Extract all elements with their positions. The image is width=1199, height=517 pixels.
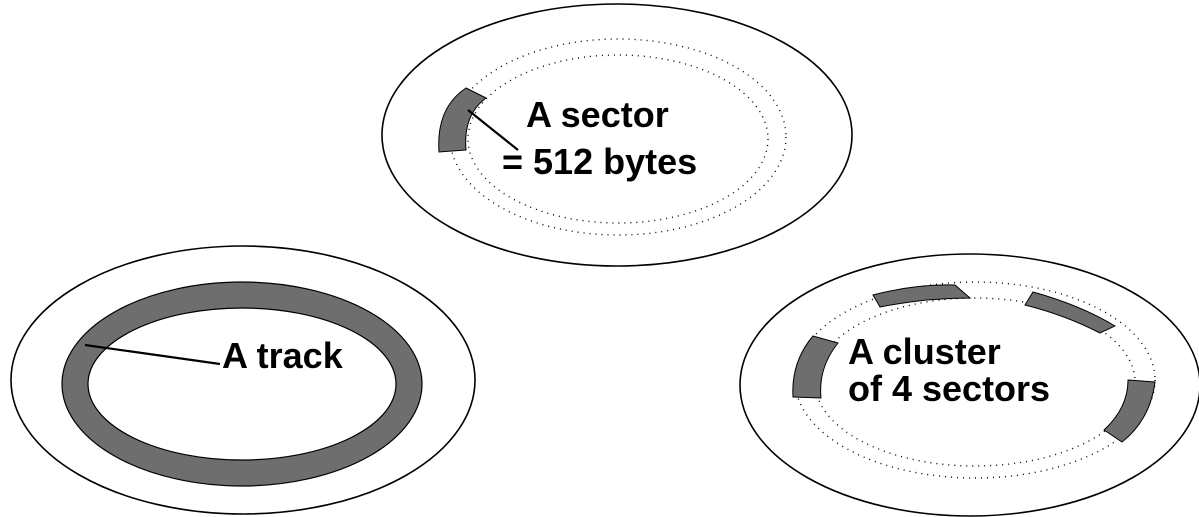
cluster-sector-3 [1103, 379, 1156, 443]
track-label: A track [222, 335, 344, 376]
cluster-sector-4 [792, 335, 839, 399]
cluster-sector-1 [872, 284, 972, 308]
sector-disk-track-dotted [449, 38, 787, 236]
highlighted-track-outer-edge [61, 281, 423, 487]
sector-pointer-line [467, 109, 519, 151]
track-pointer-line [84, 343, 221, 366]
cluster-disk-track-dotted [794, 281, 1156, 479]
sector-label-line2: = 512 bytes [502, 141, 697, 182]
sector-disk-track-dotted-inner [467, 54, 769, 224]
sector-disk-outline [381, 3, 853, 267]
cluster-disk: A cluster of 4 sectors [739, 253, 1199, 517]
cluster-label-line2: of 4 sectors [848, 368, 1050, 409]
sector-label-line1: A sector [526, 94, 669, 135]
sector-disk: A sector = 512 bytes [381, 3, 853, 267]
highlighted-track-inner-edge [87, 307, 397, 461]
track-disk: A track [10, 245, 476, 515]
highlighted-sector [438, 87, 487, 153]
cluster-label-line1: A cluster [848, 331, 1001, 372]
cluster-sector-2 [1024, 291, 1117, 334]
highlighted-track [62, 282, 422, 486]
